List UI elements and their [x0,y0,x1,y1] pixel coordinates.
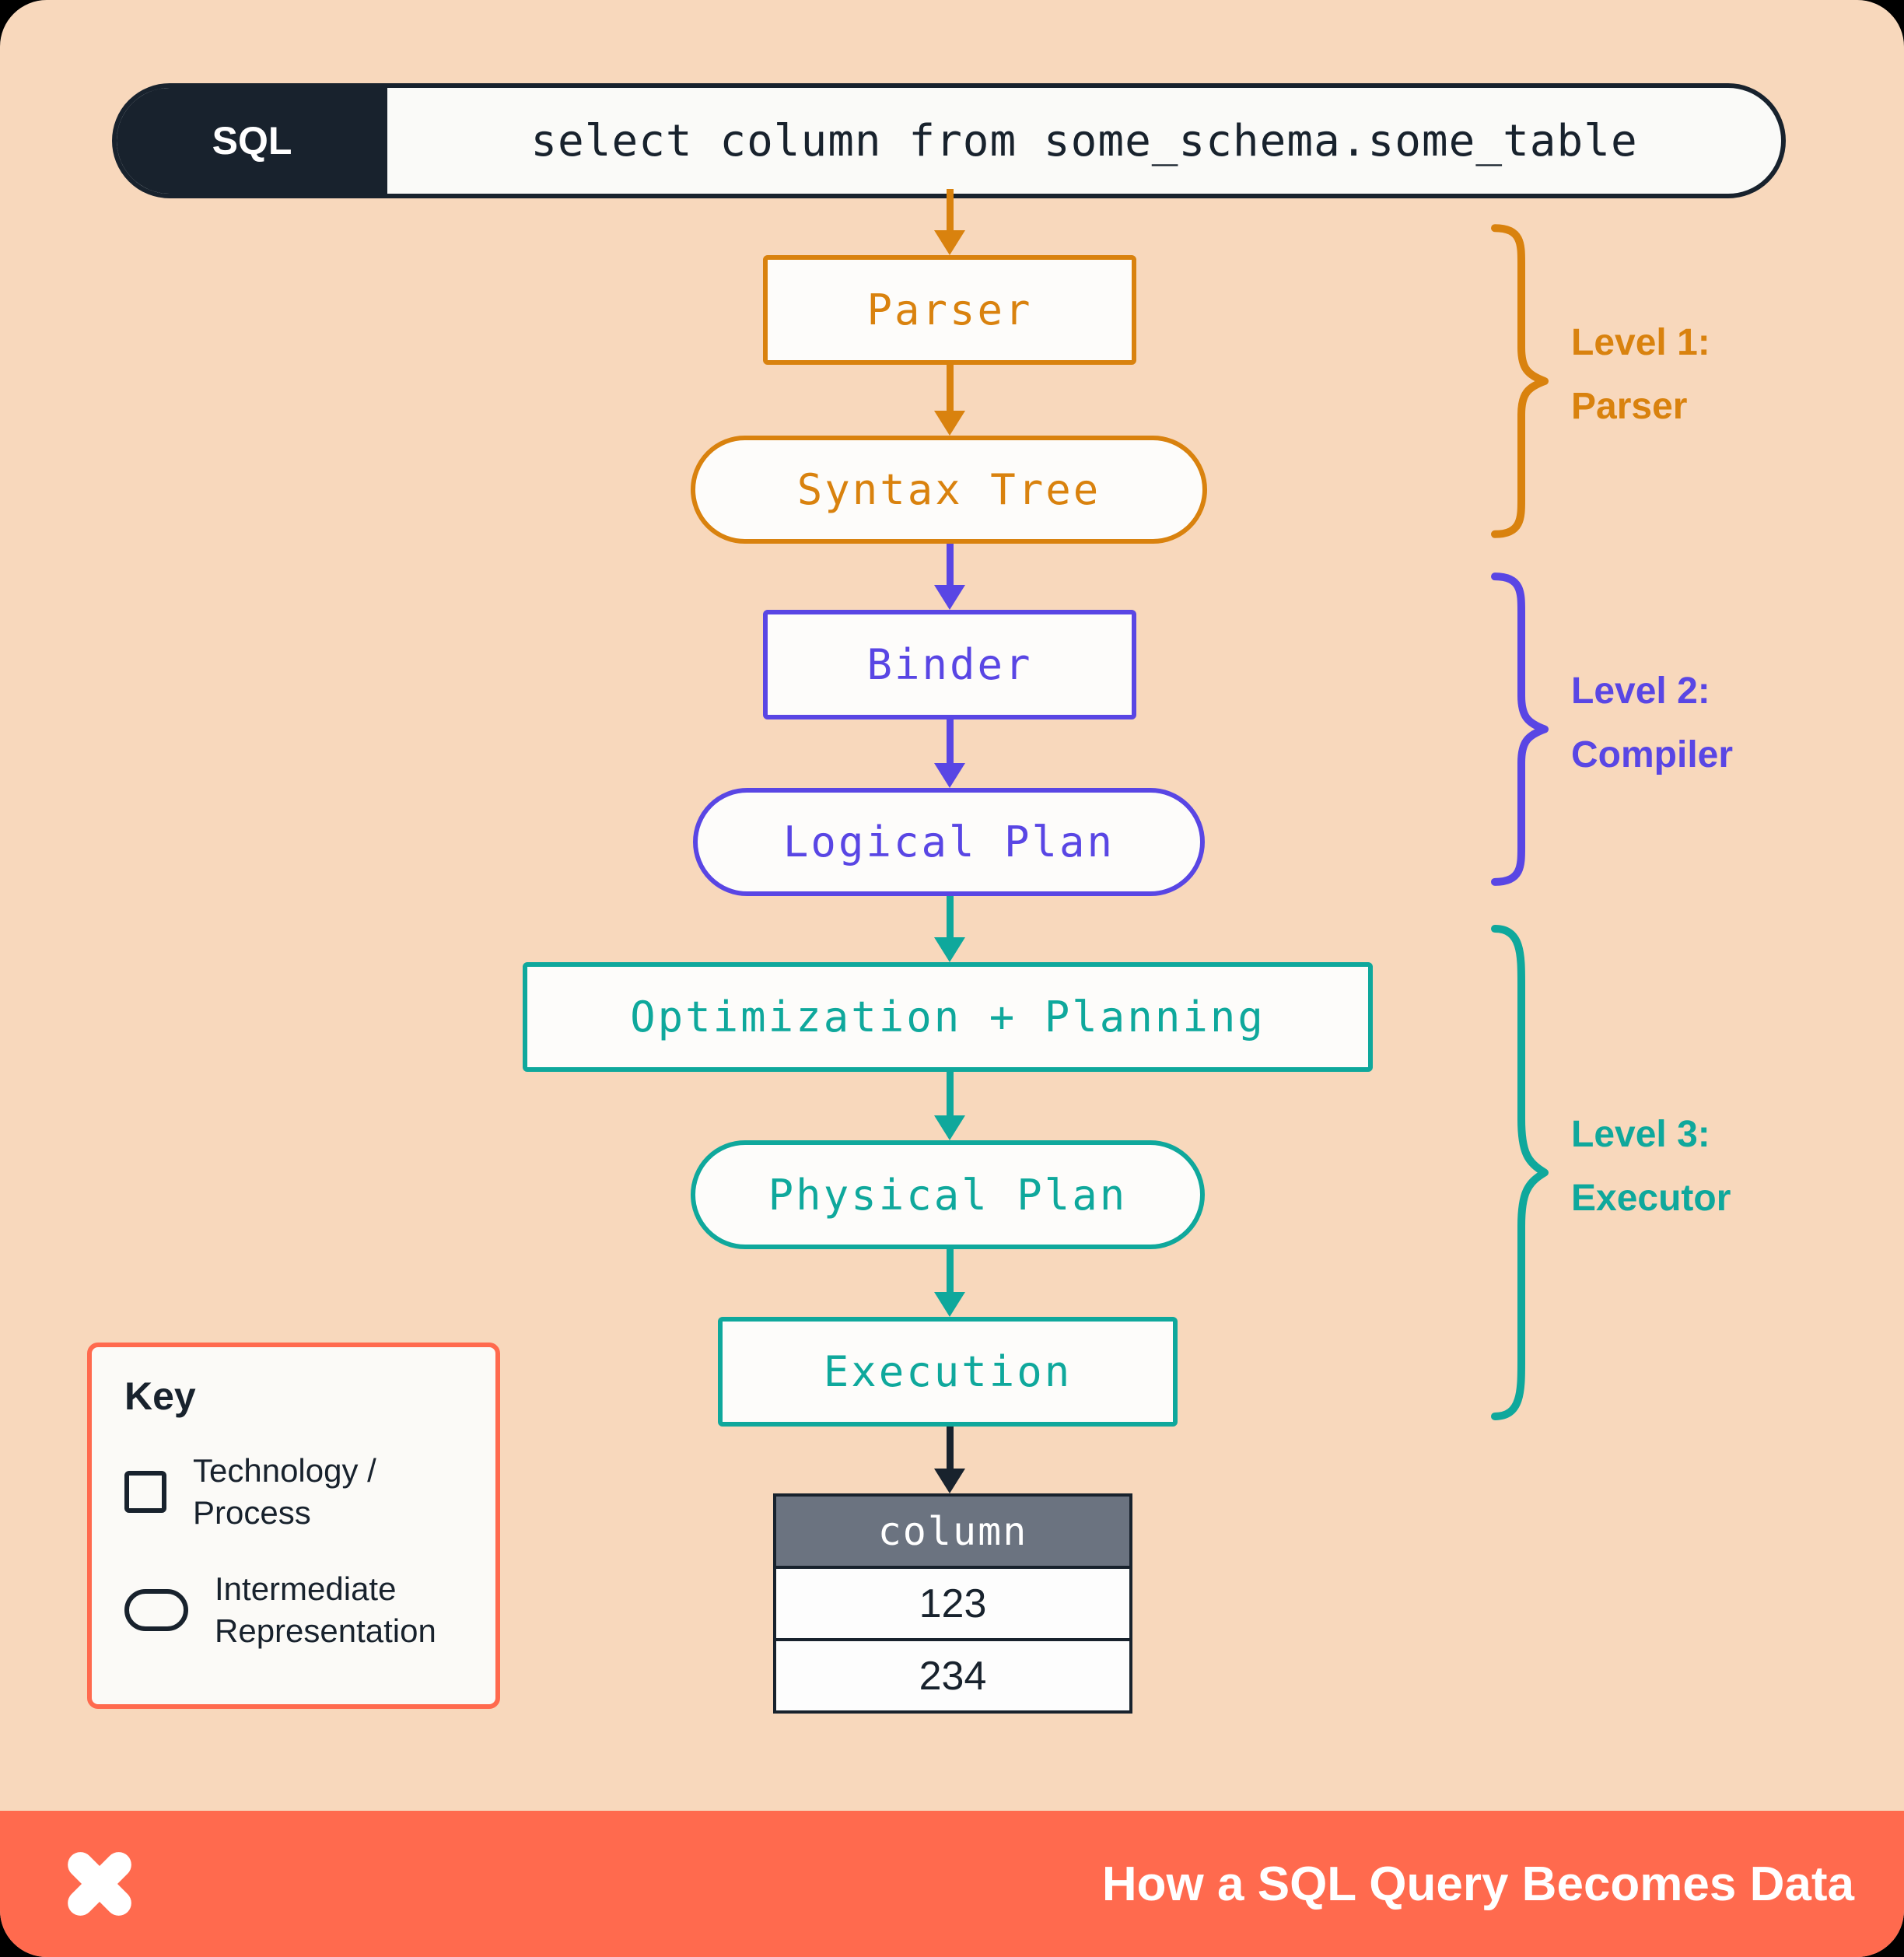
sql-query-text: select column from some_schema.some_tabl… [530,115,1638,166]
arrow-head-icon [934,230,965,255]
key-item-line1: Intermediate [215,1570,397,1607]
arrow-execution-to-result [934,1427,965,1493]
arrow-head-icon [934,585,965,610]
sql-tag-label: SQL [117,88,387,194]
key-item-line2: Process [193,1494,311,1531]
flow-node-execution: Execution [718,1317,1178,1427]
flow-node-optimization-planning: Optimization + Planning [523,962,1373,1072]
arrow-shaft [946,1072,954,1115]
level-3-line2: Executor [1571,1178,1731,1219]
level-2-line2: Compiler [1571,734,1734,775]
arrow-head-icon [934,1292,965,1317]
arrow-sql-to-parser [934,189,965,255]
arrow-head-icon [934,1115,965,1140]
result-table: column 123 234 [773,1493,1132,1714]
result-table-row: 234 [776,1638,1129,1710]
key-item-label: Technology / Process [193,1450,376,1534]
arrow-shaft [946,1249,954,1292]
arrow-shaft [946,365,954,411]
level-1-line2: Parser [1571,386,1688,427]
level-2-label: Level 2: Compiler [1571,660,1882,787]
arrow-parser-to-syntax-tree [934,365,965,436]
flow-node-syntax-tree: Syntax Tree [691,436,1207,544]
level-1-brace-icon [1481,222,1549,541]
flow-node-logical-plan: Logical Plan [693,788,1205,896]
arrow-shaft [946,719,954,763]
key-item-intermediate-representation: Intermediate Representation [124,1568,463,1652]
arrow-syntax-tree-to-binder [934,544,965,610]
key-title: Key [124,1374,196,1418]
arrow-shaft [946,544,954,585]
key-item-line1: Technology / [193,1452,376,1489]
level-1-line1: Level 1: [1571,322,1710,363]
result-table-header: column [776,1497,1129,1566]
arrow-shaft [946,1427,954,1469]
key-item-label: Intermediate Representation [215,1568,436,1652]
result-table-row: 123 [776,1566,1129,1638]
brand-logo-icon [68,1852,131,1916]
arrow-head-icon [934,937,965,962]
level-3-brace-icon [1481,919,1549,1427]
key-item-technology-process: Technology / Process [124,1450,463,1534]
arrow-binder-to-logical-plan [934,719,965,788]
flow-node-physical-plan: Physical Plan [691,1140,1205,1249]
flow-node-parser: Parser [763,255,1136,365]
level-2-brace-icon [1481,570,1549,888]
footer-title: How a SQL Query Becomes Data [1101,1857,1854,1911]
arrow-shaft [946,896,954,937]
arrow-physical-plan-to-execution [934,1249,965,1317]
arrow-head-icon [934,763,965,788]
arrow-head-icon [934,411,965,436]
arrow-head-icon [934,1469,965,1493]
level-3-label: Level 3: Executor [1571,1103,1882,1231]
level-2-line1: Level 2: [1571,670,1710,712]
rect-shape-icon [124,1471,166,1513]
key-panel: Key Technology / Process Intermediate Re… [87,1343,500,1709]
arrow-logical-plan-to-optimization [934,896,965,962]
pill-shape-icon [124,1589,188,1631]
level-3-line1: Level 3: [1571,1114,1710,1155]
arrow-shaft [946,189,954,230]
key-item-line2: Representation [215,1612,436,1649]
arrow-optimization-to-physical-plan [934,1072,965,1140]
footer-bar: How a SQL Query Becomes Data [0,1811,1904,1957]
sql-query-pill: SQL select column from some_schema.some_… [112,83,1786,198]
level-1-label: Level 1: Parser [1571,311,1882,439]
flow-node-binder: Binder [763,610,1136,719]
